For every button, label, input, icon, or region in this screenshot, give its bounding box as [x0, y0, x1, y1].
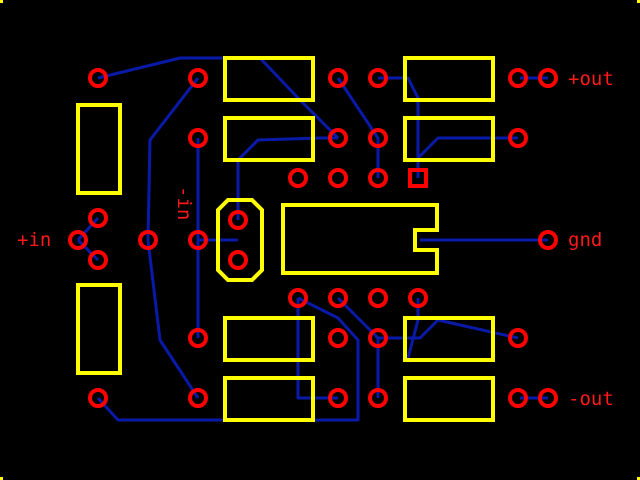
pad [508, 128, 528, 148]
trace [296, 298, 338, 400]
trace [336, 77, 380, 178]
pads [68, 68, 558, 408]
plus-in-label: +in [17, 229, 51, 251]
capacitor-pad [228, 210, 248, 230]
trace [76, 238, 100, 262]
ic-pin-pad [328, 288, 348, 308]
pad [368, 388, 388, 408]
pad [368, 68, 388, 88]
resistor-outline [223, 116, 315, 162]
resistor-outline [223, 316, 315, 362]
capacitor-pad [228, 250, 248, 270]
pad [88, 68, 108, 88]
resistor-outline-vertical [76, 283, 122, 375]
pad [138, 230, 158, 250]
trace [76, 216, 100, 242]
pad [88, 250, 108, 270]
pad [88, 208, 108, 228]
pad [328, 68, 348, 88]
gnd-label: gnd [568, 229, 602, 251]
pad [188, 128, 208, 148]
trace [146, 77, 200, 399]
resistor-outline [403, 376, 495, 422]
resistor-outline [223, 376, 315, 422]
ic-pin-pad [328, 168, 348, 188]
pad [328, 128, 348, 148]
pad [328, 388, 348, 408]
pad [368, 128, 388, 148]
pad [368, 328, 388, 348]
resistor-outline [223, 56, 315, 102]
pad [508, 388, 528, 408]
pad [188, 328, 208, 348]
trace [378, 318, 519, 340]
ic-pin-pad [288, 168, 308, 188]
pad [538, 388, 558, 408]
ic-pin-pad [288, 288, 308, 308]
trace [96, 296, 360, 422]
copper-traces [76, 56, 548, 422]
ic-pin-pad [368, 288, 388, 308]
net-labels: +in -in +out gnd -out [17, 68, 614, 410]
pad [188, 388, 208, 408]
silkscreen-outlines [76, 56, 495, 422]
pad [88, 388, 108, 408]
resistor-outline [403, 316, 495, 362]
ic-pin-pad [408, 288, 428, 308]
minus-in-label: -in [173, 186, 195, 220]
resistor-outline-vertical [76, 103, 122, 195]
pad [188, 68, 208, 88]
pad [68, 230, 88, 250]
trace [236, 136, 338, 220]
pad [538, 68, 558, 88]
trace [378, 76, 420, 178]
minus-out-label: -out [568, 388, 614, 410]
pad [328, 328, 348, 348]
pad [508, 68, 528, 88]
pad [538, 230, 558, 250]
ic-outline [281, 203, 439, 275]
ic-pin1-square-pad [408, 168, 428, 188]
capacitor-outline [216, 198, 264, 282]
ic-pin-pad [368, 168, 388, 188]
resistor-outline [403, 116, 495, 162]
resistor-outline [403, 56, 495, 102]
pad [508, 328, 528, 348]
plus-out-label: +out [568, 68, 614, 90]
pad [188, 230, 208, 250]
